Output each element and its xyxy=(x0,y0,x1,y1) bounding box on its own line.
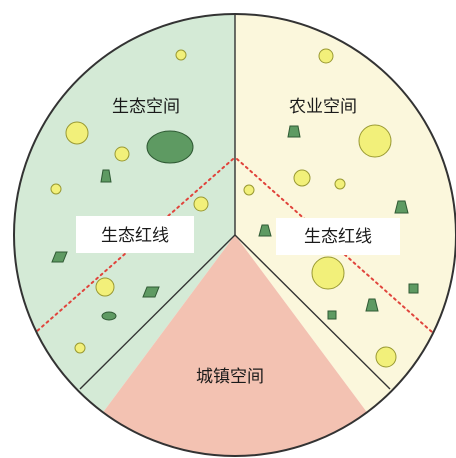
symbol-small-ellipse xyxy=(101,311,117,321)
zone-label-agricultural: 农业空间 xyxy=(289,97,357,117)
symbol-pond xyxy=(146,130,194,164)
symbol-parallelogram xyxy=(51,251,68,263)
symbol-circle xyxy=(114,146,130,162)
symbol-trapezoid xyxy=(394,200,409,214)
symbol-parallelogram xyxy=(142,286,160,298)
redline-label-box-right xyxy=(276,218,400,255)
symbol-trapezoid xyxy=(287,125,301,138)
symbol-trapezoid xyxy=(365,298,379,312)
symbol-trapezoid xyxy=(100,169,112,183)
symbol-circle xyxy=(293,169,311,187)
symbol-circle xyxy=(74,342,86,354)
symbol-circle xyxy=(95,277,115,297)
redline-label-right: 生态红线 xyxy=(304,227,372,247)
symbol-circle xyxy=(243,184,255,196)
divider-lower-right xyxy=(234,234,391,390)
symbol-square xyxy=(327,310,337,320)
symbol-square xyxy=(408,283,419,294)
symbol-circle xyxy=(358,124,392,158)
symbol-circle xyxy=(65,121,89,145)
symbol-circle xyxy=(375,346,397,368)
outer-circle xyxy=(13,13,456,457)
ecological-redline-right xyxy=(236,158,433,333)
symbol-trapezoid xyxy=(258,224,272,237)
redline-label-box-left xyxy=(76,216,194,253)
zone-label-urban: 城镇空间 xyxy=(196,367,264,387)
zone-label-ecological: 生态空间 xyxy=(112,97,180,117)
symbol-circle xyxy=(175,49,187,61)
redline-label-left: 生态红线 xyxy=(101,226,169,246)
symbol-circle xyxy=(334,178,346,190)
urban-zone xyxy=(69,235,401,456)
symbol-circle xyxy=(311,256,345,290)
symbol-circle xyxy=(318,48,334,64)
divider-lower-left xyxy=(79,234,236,390)
symbol-circle xyxy=(50,183,62,195)
symbol-circle xyxy=(193,196,209,212)
